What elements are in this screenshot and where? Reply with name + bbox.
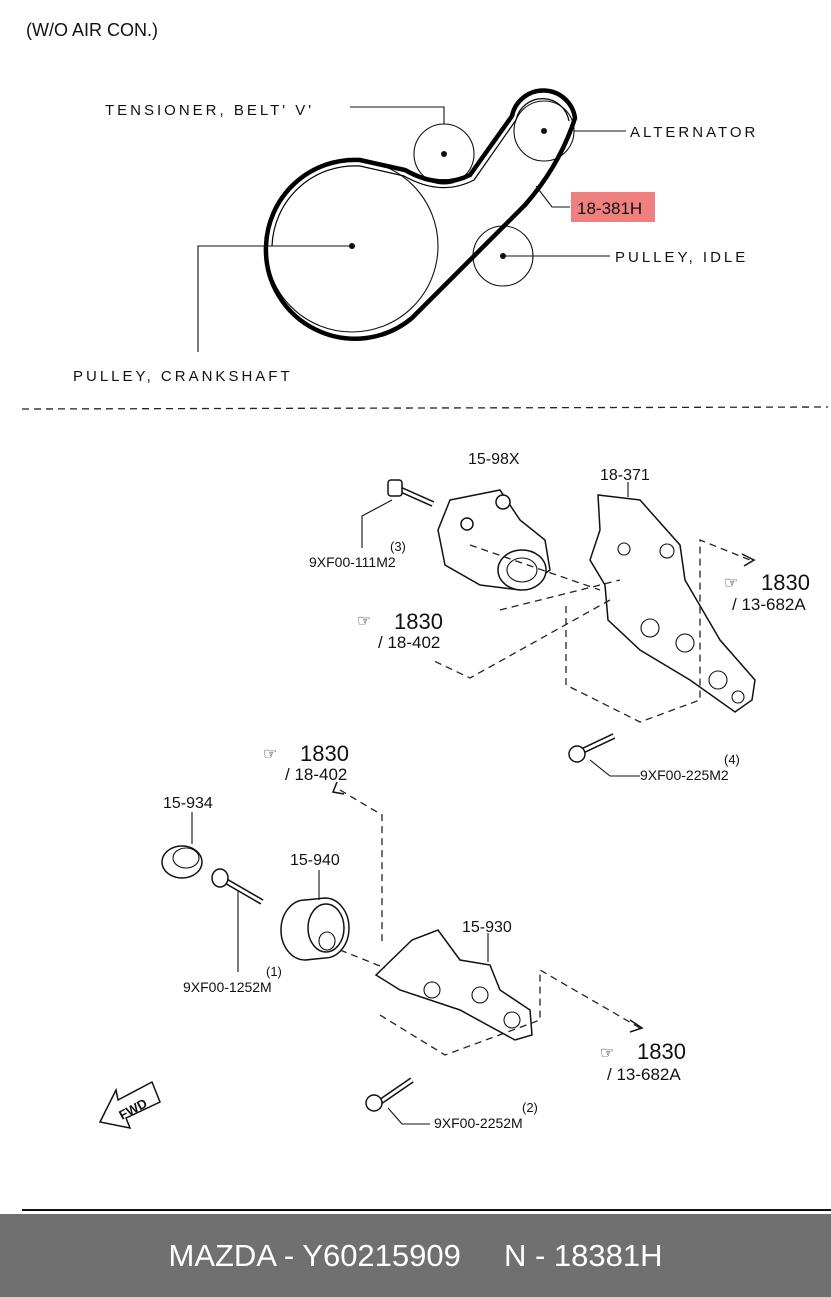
bolt2-index: (2) (522, 1100, 538, 1115)
diagram-heading: (W/O AIR CON.) (26, 20, 158, 40)
label-bolt1: 9XF00-1252M (183, 979, 272, 995)
forward-arrow-icon: FWD (98, 1080, 161, 1130)
label-15-98x: 15-98X (468, 451, 520, 468)
ref-lower-right-number: 1830 (637, 1039, 686, 1064)
bolt3-index: (3) (390, 539, 406, 554)
footer-part-number: N - 18381H (503, 1237, 663, 1273)
footer-brand-code: MAZDA - Y60215909 (168, 1237, 461, 1273)
section-divider (21, 406, 829, 410)
label-18-371: 18-371 (600, 467, 650, 484)
bolt1-index: (1) (266, 964, 282, 979)
label-bolt3: 9XF00-111M2 (309, 554, 396, 570)
drive-belt (263, 88, 578, 341)
label-bolt2: 9XF00-2252M (434, 1115, 523, 1131)
label-bolt4: 9XF00-225M2 (640, 767, 729, 783)
ref-right-number: 1830 (761, 570, 810, 595)
label-15-940: 15-940 (290, 852, 340, 869)
label-idle-pulley: PULLEY, IDLE (615, 249, 748, 266)
ref-left-number: 1830 (394, 609, 443, 634)
hand-pointer-icon: ☞ (357, 613, 371, 630)
upper-assembly (361, 479, 756, 777)
highlight-box (571, 192, 655, 222)
ref-top-sub: / 18-402 (285, 765, 347, 784)
ref-left-sub: / 18-402 (378, 633, 440, 652)
label-tensioner: TENSIONER, BELT' V' (105, 102, 314, 119)
lower-assembly (161, 781, 644, 1125)
label-15-934: 15-934 (163, 795, 213, 812)
ref-top-number: 1830 (300, 741, 349, 766)
bolt4-index: (4) (724, 752, 740, 767)
hand-pointer-icon: ☞ (724, 575, 738, 592)
label-crankshaft: PULLEY, CRANKSHAFT (73, 368, 293, 385)
hand-pointer-icon: ☞ (263, 746, 277, 763)
label-alternator: ALTERNATOR (630, 124, 758, 141)
footer-bar: MAZDA - Y60215909 N - 18381H (0, 1214, 831, 1297)
hand-pointer-icon: ☞ (600, 1045, 614, 1062)
label-belt-part: 18-381H (577, 199, 642, 218)
ref-right-sub: / 13-682A (732, 595, 806, 614)
ref-lower-right-sub: / 13-682A (607, 1065, 681, 1084)
label-15-930: 15-930 (462, 919, 512, 936)
